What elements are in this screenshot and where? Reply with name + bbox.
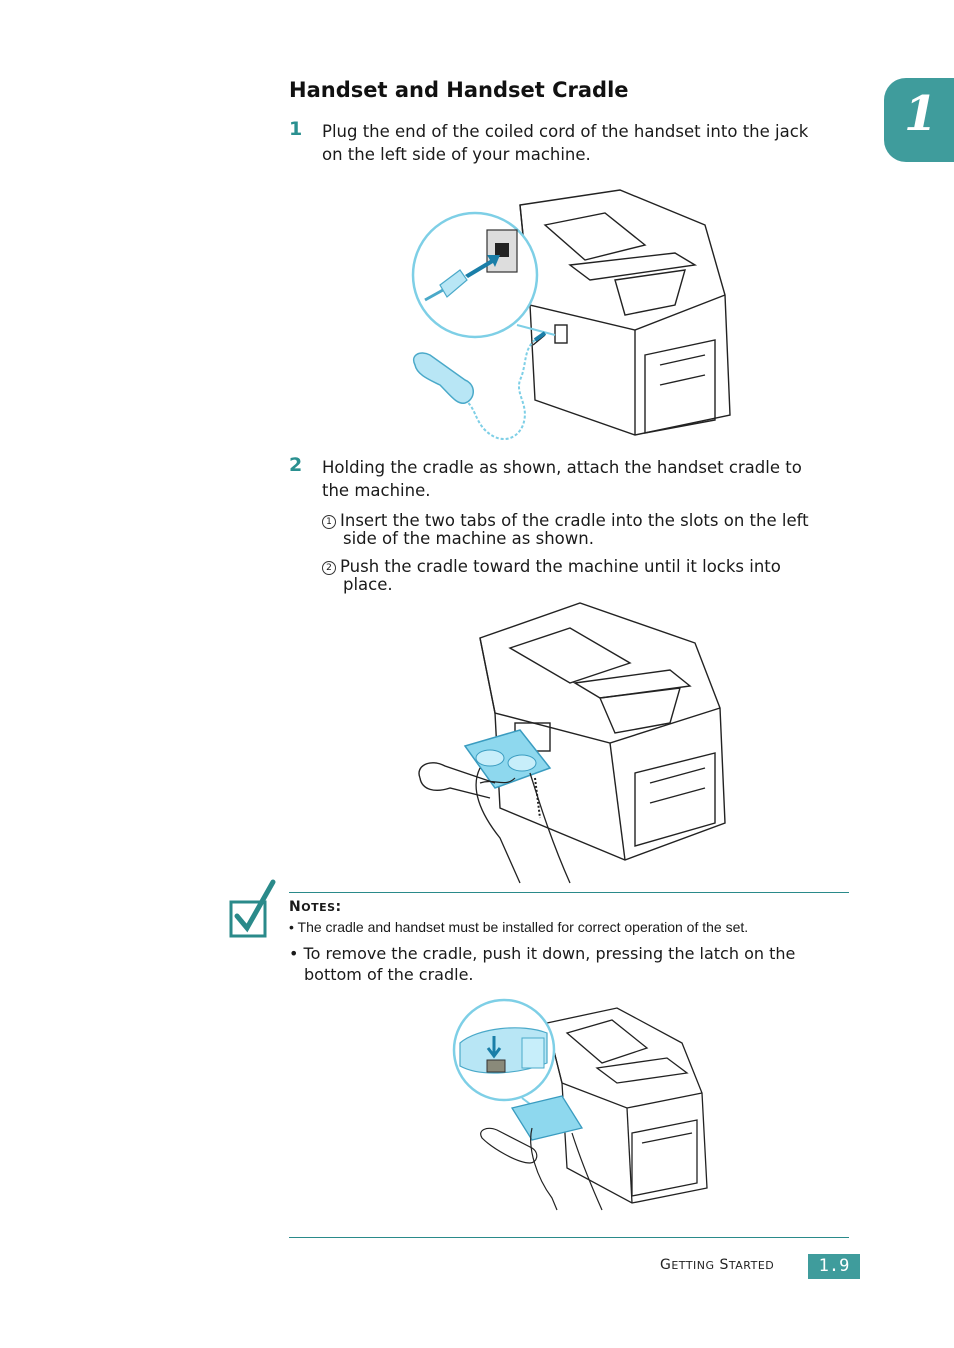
notes-title-lead: N (289, 899, 302, 915)
check-note-icon (229, 879, 276, 938)
substep-1-line-2: side of the machine as shown. (343, 529, 594, 548)
substep-1: 1 Insert the two tabs of the cradle into … (322, 512, 852, 548)
footer-label-lead-1: G (660, 1257, 672, 1273)
step-1-number: 1 (289, 118, 303, 140)
illustration-handset-cord (411, 189, 731, 440)
notes-title-rest: OTES (301, 901, 336, 914)
footer-label-rest-1: ETTING (671, 1259, 715, 1272)
page-number: 1.9 (808, 1254, 860, 1279)
note-item-1: • The cradle and handset must be install… (289, 919, 749, 935)
step-1-line-2: on the left side of your machine. (322, 145, 591, 164)
chapter-tab (884, 78, 954, 162)
step-2-number: 2 (289, 454, 303, 476)
footer-chapter-label: GETTING STARTED (660, 1257, 774, 1273)
step-2-line-1: Holding the cradle as shown, attach the … (322, 458, 802, 477)
step-1-line-1: Plug the end of the coiled cord of the h… (322, 122, 809, 141)
substep-1-line-1: Insert the two tabs of the cradle into t… (340, 511, 809, 530)
illustration-remove-cradle (452, 998, 708, 1211)
footer-rule (289, 1237, 849, 1238)
substep-2-marker: 2 (322, 561, 336, 575)
note-item-1-text: The cradle and handset must be installed… (297, 919, 749, 935)
substep-2-line-1: Push the cradle toward the machine until… (340, 557, 781, 576)
notes-title: NOTES: (289, 896, 342, 915)
substep-2-line-2: place. (343, 575, 393, 594)
note-item-2-line-2: bottom of the cradle. (304, 965, 474, 984)
section-title: Handset and Handset Cradle (289, 78, 629, 102)
notes-rule (289, 892, 849, 893)
illustration-attach-cradle (418, 602, 726, 884)
note-item-2: • To remove the cradle, push it down, pr… (289, 943, 859, 985)
chapter-number: 1 (904, 86, 938, 142)
step-2-line-2: the machine. (322, 481, 431, 500)
notes-title-colon: : (335, 899, 342, 915)
substep-1-marker: 1 (322, 515, 336, 529)
step-2-text: Holding the cradle as shown, attach the … (322, 456, 852, 502)
footer-label-rest-2: TARTED (728, 1259, 775, 1272)
footer-label-lead-2: S (719, 1257, 729, 1273)
step-1-text: Plug the end of the coiled cord of the h… (322, 120, 852, 166)
substep-2: 2 Push the cradle toward the machine unti… (322, 558, 852, 594)
note-item-2-line-1: To remove the cradle, push it down, pres… (303, 944, 796, 963)
